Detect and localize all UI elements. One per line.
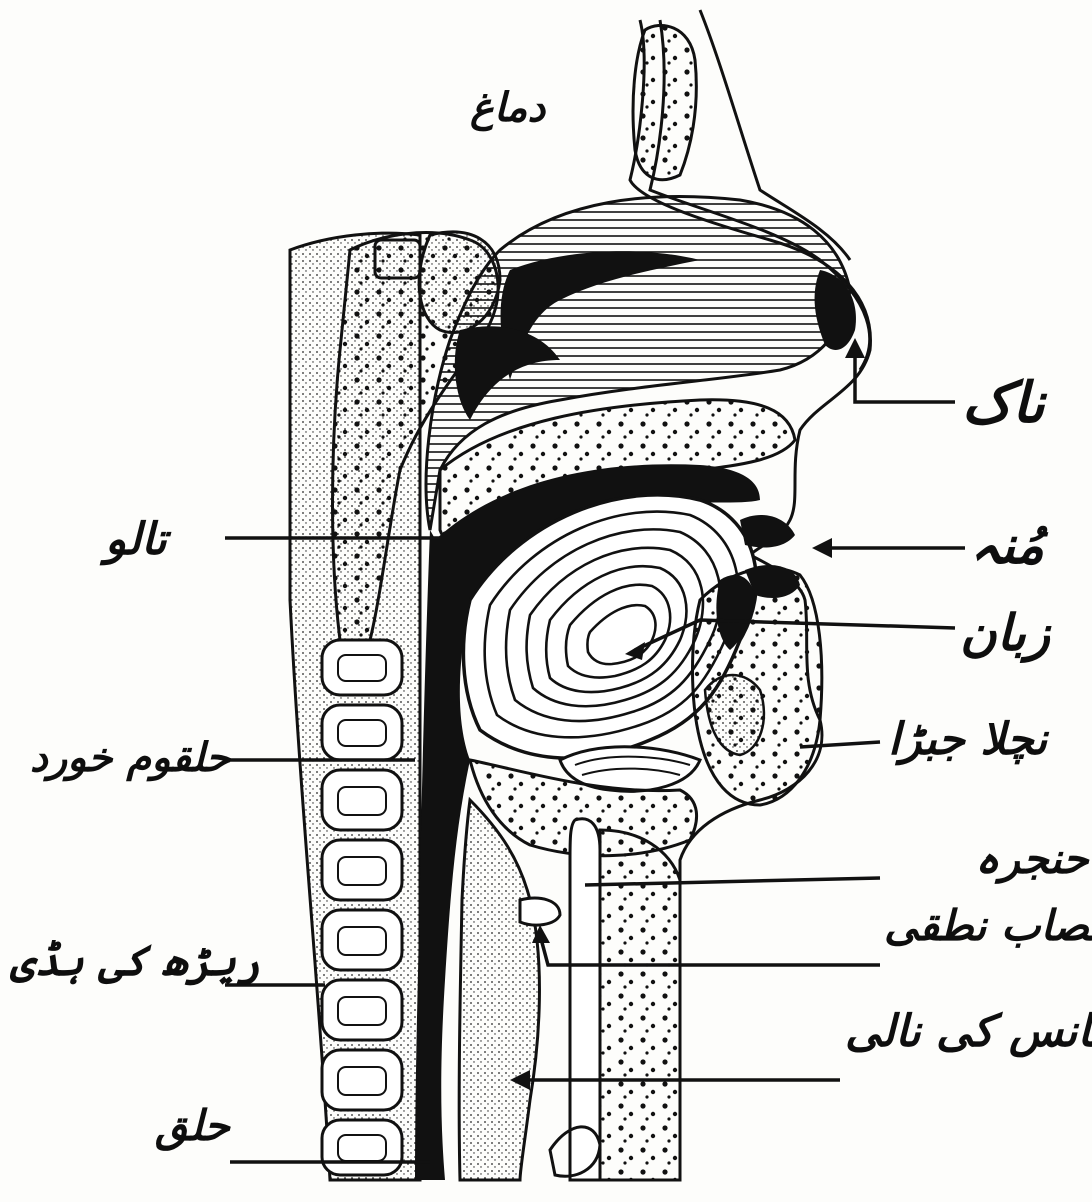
larynx: [459, 800, 539, 1180]
label-tongue: زبان: [960, 608, 1050, 658]
label-mouth: مُنہ: [970, 520, 1044, 572]
label-nose: ناک: [962, 375, 1045, 431]
label-lower-jaw: نچلا جبڑا: [888, 718, 1047, 762]
label-pharynx: حلقوم خورد: [30, 738, 230, 778]
skull-bone: [633, 25, 696, 179]
label-palate: تالو: [105, 518, 167, 562]
label-vocal-cords: اعصاب نطقی: [884, 905, 1092, 947]
label-trachea: سانس کی نالی: [845, 1010, 1092, 1054]
label-spine: ریڑھ کی ہڈی: [10, 940, 261, 982]
label-throat: حلق: [155, 1105, 230, 1147]
label-larynx: حنجرہ: [975, 838, 1089, 880]
label-brain: دماغ: [470, 88, 545, 128]
